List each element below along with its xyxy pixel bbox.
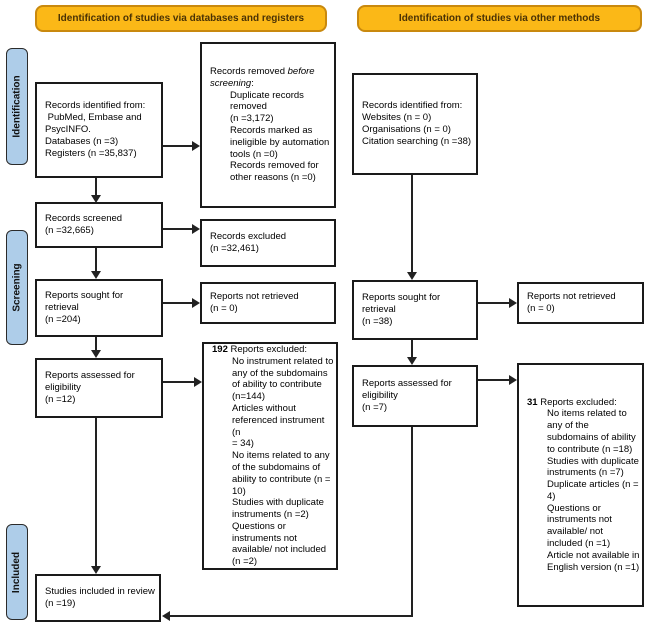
arrow-right-icon: [509, 298, 517, 308]
reports-excluded-192-item: No instrument related to any of the subd…: [232, 355, 334, 403]
arrow-down-icon: [91, 566, 101, 574]
arrow-right-icon: [509, 375, 517, 385]
reports-excluded-31-heading: 31 Reports excluded:: [527, 397, 640, 409]
box-records-identified-other: Records identified from: Websites (n = 0…: [352, 73, 478, 175]
arrow-line: [411, 340, 413, 358]
reports-excluded-192-label: Reports excluded:: [227, 343, 308, 355]
reports-excluded-192-count: 192: [212, 343, 228, 355]
reports-excluded-31-item: Duplicate articles (n = 4): [547, 479, 639, 502]
arrow-line: [411, 427, 413, 617]
arrow-line: [411, 175, 413, 273]
box-reports-not-retrieved-other: Reports not retrieved (n = 0): [517, 282, 644, 324]
reports-excluded-192-item: No items related to any of the subdomain…: [232, 450, 331, 497]
arrow-line: [478, 379, 510, 381]
stage-label-screening: Screening: [6, 230, 28, 345]
records-removed-item: Duplicate records removed (n =3,172): [230, 89, 304, 125]
stage-label-included: Included: [6, 524, 28, 620]
box-studies-included: Studies included in review (n =19): [35, 574, 161, 622]
arrow-right-icon: [192, 298, 200, 308]
arrow-right-icon: [194, 377, 202, 387]
reports-excluded-192-heading: 192 Reports excluded:: [212, 344, 334, 356]
reports-excluded-192-item: Studies with duplicate instruments (n =2…: [232, 497, 324, 521]
box-reports-assessed-other: Reports assessed for eligibility (n =7): [352, 365, 478, 427]
arrow-line: [163, 302, 193, 304]
box-reports-not-retrieved-databases-text: Reports not retrieved (n = 0): [210, 291, 299, 314]
stage-label-identification: Identification: [6, 48, 28, 165]
reports-excluded-31-item: Studies with duplicate instruments (n =7…: [547, 455, 639, 479]
box-reports-not-retrieved-databases: Reports not retrieved (n = 0): [200, 282, 336, 324]
arrow-line: [95, 418, 97, 568]
arrow-line: [163, 381, 195, 383]
arrow-line: [95, 248, 97, 273]
box-records-identified-databases-text: Records identified from: PubMed, Embase …: [45, 100, 146, 159]
arrow-line: [478, 302, 510, 304]
box-records-identified-other-text: Records identified from: Websites (n = 0…: [362, 100, 472, 147]
header-other-methods: Identification of studies via other meth…: [357, 5, 642, 32]
arrow-line: [163, 228, 193, 230]
arrow-down-icon: [91, 271, 101, 279]
arrow-down-icon: [407, 357, 417, 365]
stage-label-screening-text: Screening: [11, 263, 23, 312]
records-removed-suffix: :: [251, 77, 254, 89]
arrow-down-icon: [91, 195, 101, 203]
box-reports-sought-databases-text: Reports sought for retrieval (n =204): [45, 290, 124, 325]
arrow-left-icon: [162, 611, 170, 621]
arrow-right-icon: [192, 224, 200, 234]
arrow-down-icon: [91, 350, 101, 358]
header-databases-registers: Identification of studies via databases …: [35, 5, 327, 32]
box-records-excluded: Records excluded (n =32,461): [200, 219, 336, 267]
records-removed-item: Records marked as ineligible by automati…: [230, 125, 330, 160]
records-removed-italic: before screening: [210, 66, 315, 89]
box-reports-assessed-databases-text: Reports assessed for eligibility (n =12): [45, 370, 135, 405]
arrow-line: [95, 337, 97, 352]
box-reports-excluded-31: 31 Reports excluded: No items related to…: [517, 363, 644, 607]
reports-excluded-31-item: Questions or instruments not available/ …: [547, 502, 612, 550]
reports-excluded-31-count: 31: [527, 396, 538, 408]
box-records-removed-before-screening: Records removed before screening: Duplic…: [200, 42, 336, 208]
reports-excluded-31-label: Reports excluded:: [537, 396, 617, 408]
box-records-identified-databases: Records identified from: PubMed, Embase …: [35, 82, 163, 178]
arrow-line: [163, 145, 193, 147]
stage-label-included-text: Included: [11, 551, 23, 593]
records-removed-prefix: Records removed: [210, 66, 288, 78]
box-reports-sought-other-text: Reports sought for retrieval (n =38): [362, 292, 441, 327]
arrow-down-icon: [407, 272, 417, 280]
box-records-screened: Records screened (n =32,665): [35, 202, 163, 248]
box-records-excluded-text: Records excluded (n =32,461): [210, 231, 287, 254]
records-removed-item: Records removed for other reasons (n =0): [230, 160, 319, 184]
stage-label-identification-text: Identification: [11, 75, 23, 138]
box-studies-included-text: Studies included in review (n =19): [45, 586, 155, 609]
reports-excluded-31-item: No items related to any of the subdomain…: [547, 408, 636, 455]
box-reports-excluded-192: 192 Reports excluded: No instrument rela…: [202, 342, 338, 570]
arrow-line: [95, 178, 97, 196]
reports-excluded-192-item: Articles without referenced instrument (…: [232, 402, 325, 450]
records-removed-heading: Records removed before screening:: [210, 66, 332, 90]
box-reports-assessed-other-text: Reports assessed for eligibility (n =7): [362, 378, 452, 413]
box-reports-sought-other: Reports sought for retrieval (n =38): [352, 280, 478, 340]
box-reports-assessed-databases: Reports assessed for eligibility (n =12): [35, 358, 163, 418]
arrow-right-icon: [192, 141, 200, 151]
box-reports-sought-databases: Reports sought for retrieval (n =204): [35, 279, 163, 337]
box-reports-not-retrieved-other-text: Reports not retrieved (n = 0): [527, 291, 616, 314]
reports-excluded-192-item: Questions or instruments not available/ …: [232, 520, 327, 568]
box-records-screened-text: Records screened (n =32,665): [45, 213, 123, 236]
reports-excluded-31-item: Article not available in English version…: [547, 549, 640, 573]
arrow-line: [170, 615, 413, 617]
